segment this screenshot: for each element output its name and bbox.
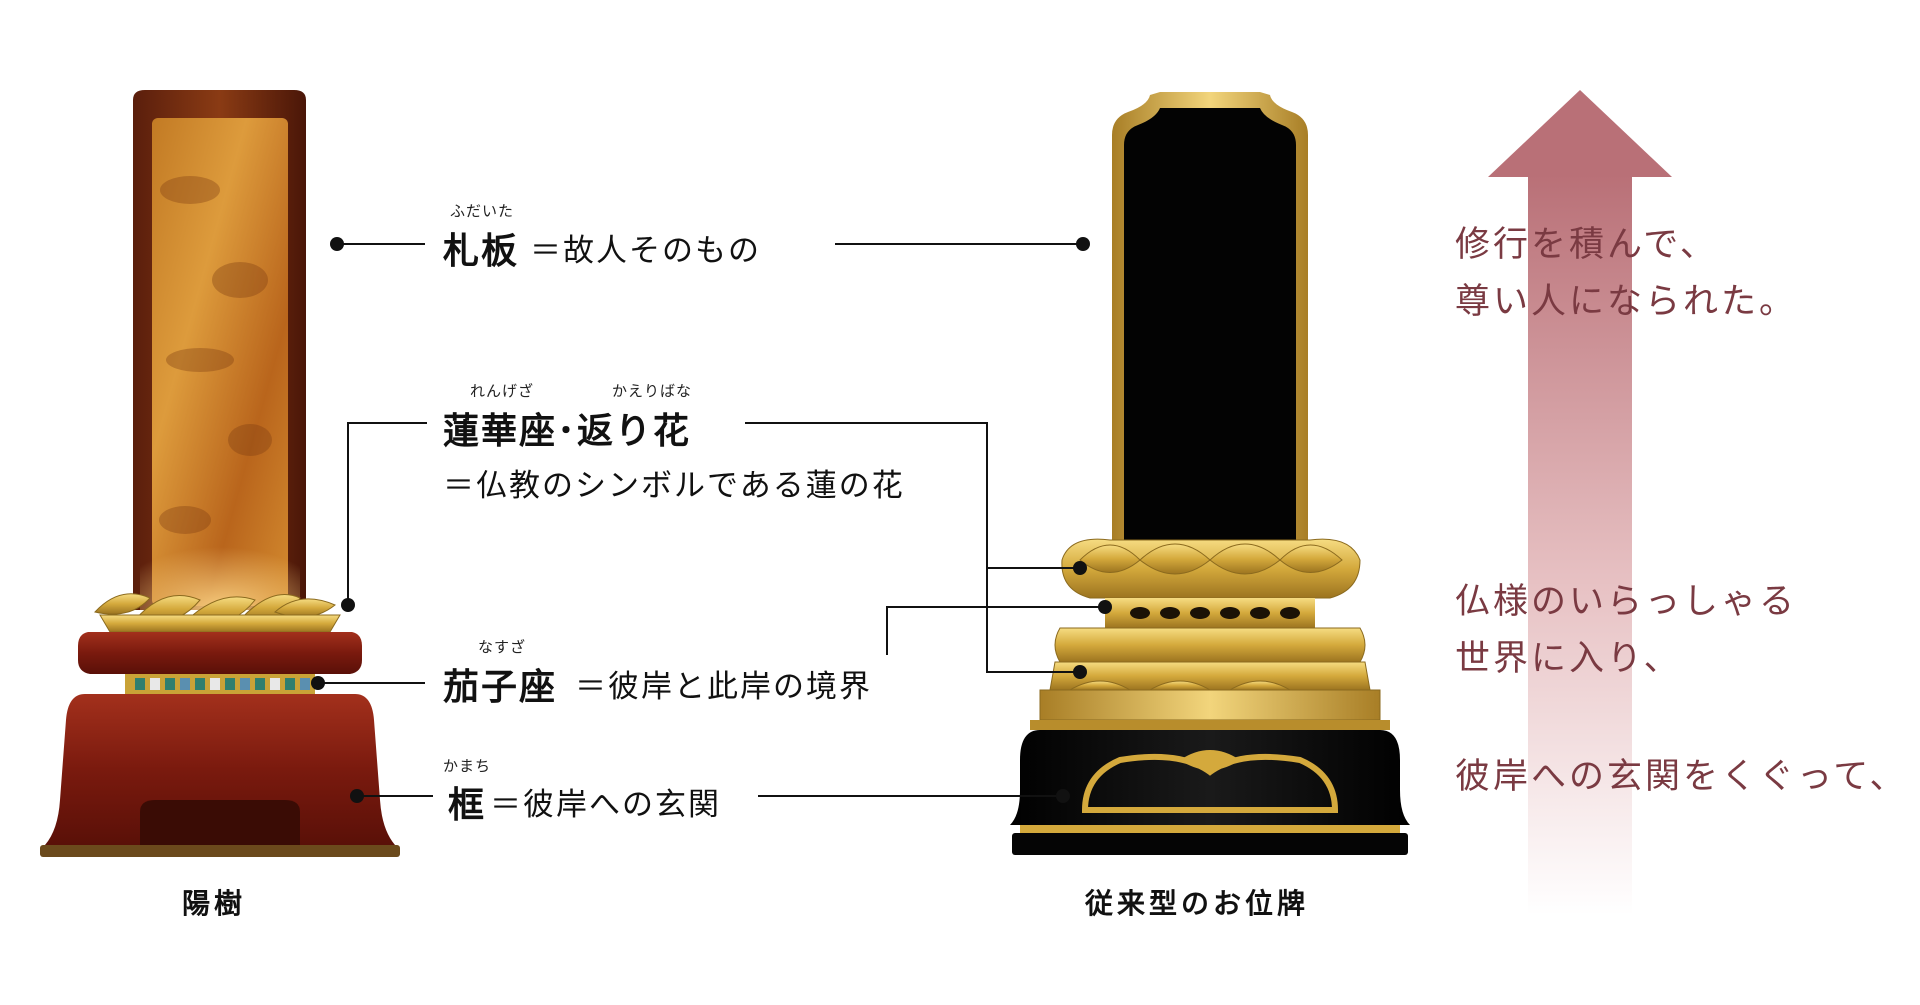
nasuza-term: 茄子座 [443,658,557,710]
story-line-4: 世界に入り、 [1455,642,1682,677]
story-line-3: 仏様のいらっしゃる [1455,585,1797,620]
nasuza-ruby: なすざ [478,636,526,657]
dot-fudaita-left [330,237,344,251]
leader-dots [311,237,1112,803]
caption-traditional: 従来型のお位牌 [1085,882,1309,922]
dot-fudaita-right [1076,237,1090,251]
kamachi-term: 框 [448,776,486,828]
dot-kamachi-left [350,789,364,803]
renge-ruby-kaeribana: かえりばな [612,380,692,401]
renge-ruby-renge: れんげざ [470,380,534,401]
yoju-ihai-image [40,90,400,857]
story-line-1: 修行を積んで、 [1455,228,1718,263]
traditional-ihai-image [1010,92,1410,855]
renge-term: 蓮華座･返り花 [443,402,691,454]
story-line-2: 尊い人になられた。 [1455,285,1797,320]
fudaita-desc: ＝故人そのもの [530,225,761,270]
dot-renge-right-lower [1073,665,1087,679]
story-line-5: 彼岸への玄関をくぐって、 [1455,760,1908,795]
nasuza-desc: ＝彼岸と此岸の境界 [575,661,872,706]
leader-renge-left [348,423,427,605]
dot-renge-right [1073,561,1087,575]
fudaita-ruby: ふだいた [450,200,514,221]
kamachi-ruby: かまち [443,755,491,776]
dot-renge-left [341,598,355,612]
kamachi-desc: ＝彼岸への玄関 [490,779,721,824]
renge-desc: ＝仏教のシンボルである蓮の花 [443,460,905,505]
dot-kamachi-right [1056,789,1070,803]
leader-lines [318,244,1105,796]
fudaita-term: 札板 [443,222,519,274]
caption-yoju: 陽樹 [182,882,246,922]
dot-nasuza-right [1098,600,1112,614]
dot-nasuza-left [311,676,325,690]
